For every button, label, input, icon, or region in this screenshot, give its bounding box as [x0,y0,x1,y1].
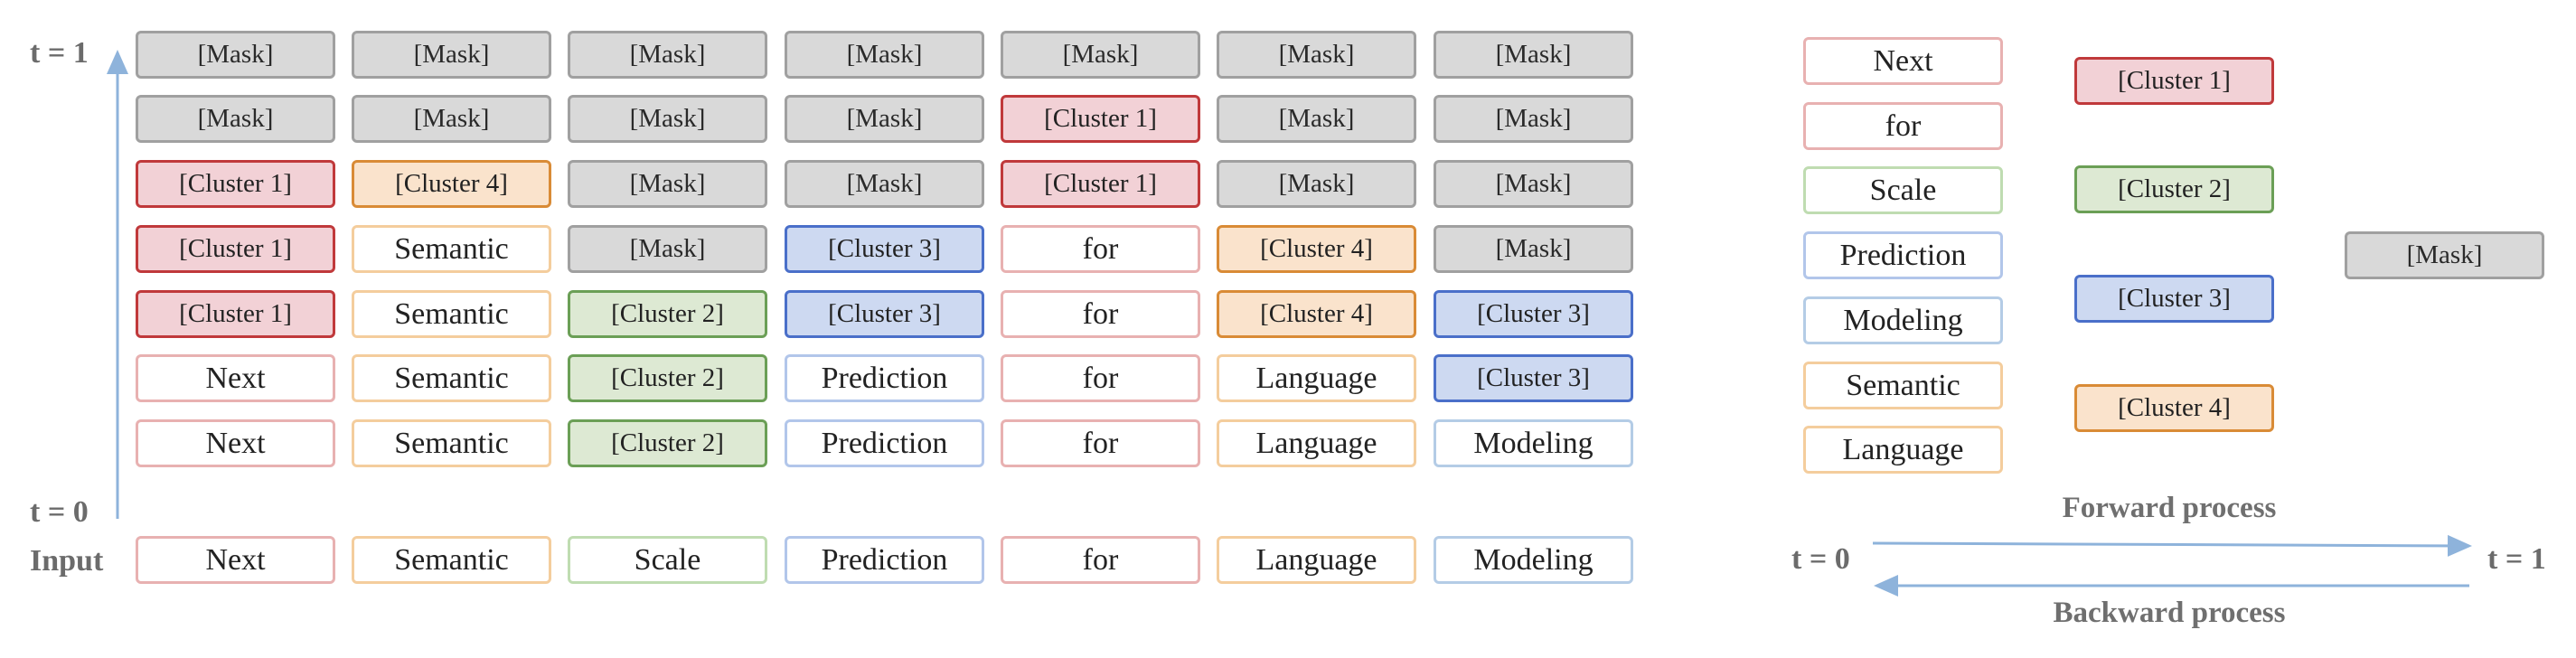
cluster-token: [Cluster 4] [352,160,551,208]
legend-cluster-token: [Cluster 3] [2074,275,2274,323]
cluster-token: [Cluster 2] [568,290,767,338]
legend-cluster-token: [Cluster 2] [2074,165,2274,213]
mask-token: [Mask] [352,95,551,143]
mask-token: [Mask] [568,160,767,208]
input-token: Language [1217,536,1416,584]
cluster-token: [Cluster 4] [1217,225,1416,273]
input-token: Modeling [1434,536,1633,584]
cluster-token: [Cluster 1] [136,160,335,208]
input-token: Semantic [352,536,551,584]
mask-token: [Mask] [1217,95,1416,143]
mask-token: [Mask] [352,31,551,79]
mask-token: [Mask] [1434,225,1633,273]
legend-word-token: Next [1803,37,2003,85]
legend-word-token: Scale [1803,166,2003,214]
backward-process-label: Backward process [2053,597,2286,629]
mask-token: [Mask] [568,225,767,273]
mask-token: [Mask] [1001,31,1200,79]
cluster-token: [Cluster 1] [136,225,335,273]
cluster-token: [Cluster 3] [1434,290,1633,338]
input-token: Scale [568,536,767,584]
word-token: Language [1217,354,1416,402]
word-token: Semantic [352,225,551,273]
cluster-token: [Cluster 2] [568,354,767,402]
time-label-t0: t = 0 [30,495,89,529]
input-token: for [1001,536,1200,584]
word-token: Semantic [352,419,551,467]
legend-word-token: Semantic [1803,362,2003,409]
mask-token: [Mask] [568,95,767,143]
legend-cluster-token: [Cluster 4] [2074,384,2274,432]
word-token: Modeling [1434,419,1633,467]
legend-word-token: for [1803,102,2003,150]
mask-token: [Mask] [785,95,984,143]
legend-word-token: Language [1803,426,2003,474]
forward-process-arrow [1872,534,2472,557]
legend-word-token: Modeling [1803,296,2003,344]
legend-mask-token: [Mask] [2345,231,2544,279]
cluster-token: [Cluster 1] [1001,160,1200,208]
word-token: for [1001,225,1200,273]
cluster-token: [Cluster 3] [785,225,984,273]
word-token: Language [1217,419,1416,467]
word-token: Semantic [352,290,551,338]
cluster-token: [Cluster 3] [1434,354,1633,402]
legend-t0-label: t = 0 [1791,542,1850,576]
legend-cluster-token: [Cluster 1] [2074,57,2274,105]
word-token: for [1001,290,1200,338]
mask-token: [Mask] [136,95,335,143]
input-token: Prediction [785,536,984,584]
word-token: Semantic [352,354,551,402]
input-label: Input [30,544,104,578]
time-label-t1: t = 1 [30,36,89,70]
legend-word-token: Prediction [1803,231,2003,279]
cluster-token: [Cluster 4] [1217,290,1416,338]
mask-token: [Mask] [568,31,767,79]
mask-token: [Mask] [1434,95,1633,143]
mask-token: [Mask] [1217,31,1416,79]
word-token: for [1001,354,1200,402]
mask-token: [Mask] [1217,160,1416,208]
cluster-token: [Cluster 1] [136,290,335,338]
word-token: Next [136,354,335,402]
cluster-token: [Cluster 2] [568,419,767,467]
word-token: Next [136,419,335,467]
cluster-token: [Cluster 1] [1001,95,1200,143]
legend-t1-label: t = 1 [2487,542,2546,576]
word-token: for [1001,419,1200,467]
mask-token: [Mask] [1434,160,1633,208]
mask-token: [Mask] [785,160,984,208]
cluster-token: [Cluster 3] [785,290,984,338]
mask-token: [Mask] [785,31,984,79]
word-token: Prediction [785,419,984,467]
word-token: Prediction [785,354,984,402]
mask-token: [Mask] [136,31,335,79]
mask-token: [Mask] [1434,31,1633,79]
input-token: Next [136,536,335,584]
forward-process-label: Forward process [2062,492,2277,524]
